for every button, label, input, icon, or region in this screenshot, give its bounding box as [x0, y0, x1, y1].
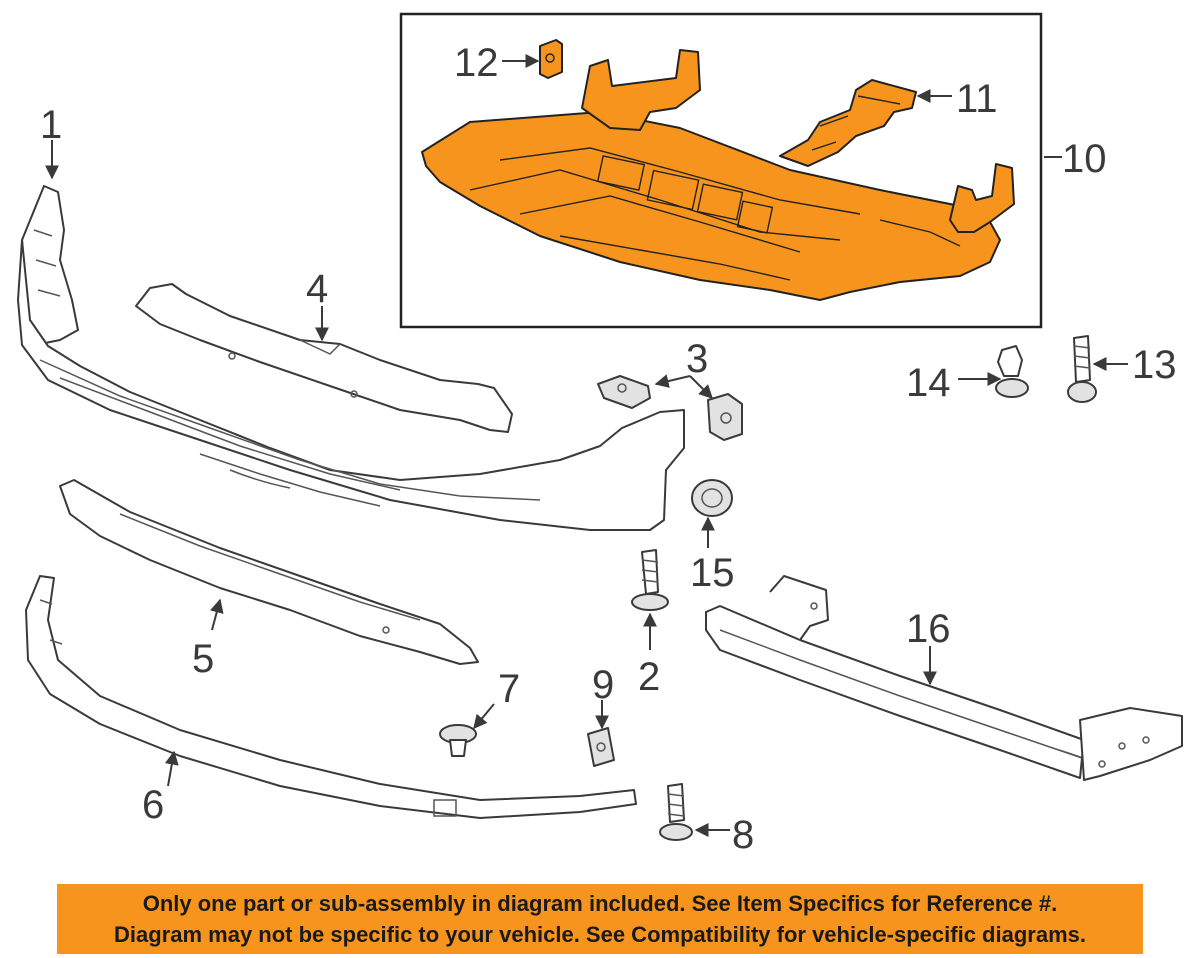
callout-13: 13 — [1132, 343, 1177, 387]
callout-14: 14 — [906, 361, 951, 405]
part-14-push-pin[interactable] — [995, 345, 1029, 398]
part-4-absorber[interactable] — [135, 283, 513, 433]
callout-labels: 1 2 3 4 5 6 7 8 9 10 11 12 13 14 15 16 — [40, 41, 1177, 857]
callout-10: 10 — [1062, 137, 1107, 181]
part-3-clip-nut[interactable] — [597, 375, 743, 441]
part-11-bracket[interactable] — [779, 79, 917, 167]
callout-8: 8 — [732, 813, 754, 857]
part-12-clip[interactable] — [539, 39, 563, 79]
disclaimer-line-1: Only one part or sub-assembly in diagram… — [142, 891, 1058, 916]
callout-15: 15 — [690, 551, 735, 595]
part-6-trim-strip[interactable] — [25, 575, 637, 819]
part-16-impact-bar[interactable] — [705, 575, 1183, 781]
disclaimer-banner: Only one part or sub-assembly in diagram… — [57, 884, 1143, 954]
disclaimer-line-2: Diagram may not be specific to your vehi… — [114, 922, 1086, 947]
part-9-nut[interactable] — [587, 727, 615, 767]
part-2-bolt[interactable] — [631, 549, 669, 611]
highlight-frame — [399, 12, 1043, 329]
part-8-bolt[interactable] — [659, 783, 693, 841]
callout-11: 11 — [956, 77, 998, 121]
callout-16: 16 — [906, 607, 951, 651]
part-13-screw[interactable] — [1067, 335, 1097, 403]
callout-7: 7 — [498, 667, 520, 711]
part-bumper-cover[interactable] — [17, 239, 685, 531]
callout-2: 2 — [638, 655, 660, 699]
callout-9: 9 — [592, 663, 614, 707]
callout-12: 12 — [454, 41, 499, 85]
part-7-retainer[interactable] — [439, 724, 477, 757]
callout-3: 3 — [686, 337, 708, 381]
callout-6: 6 — [142, 783, 164, 827]
part-10-splash-shield[interactable] — [421, 49, 1015, 301]
part-5-lower-absorber[interactable] — [59, 479, 479, 665]
callout-1: 1 — [40, 103, 62, 147]
leader-lines — [45, 54, 1128, 837]
part-15-grommet[interactable] — [691, 479, 733, 517]
callout-4: 4 — [306, 267, 328, 311]
callout-5: 5 — [192, 637, 214, 681]
